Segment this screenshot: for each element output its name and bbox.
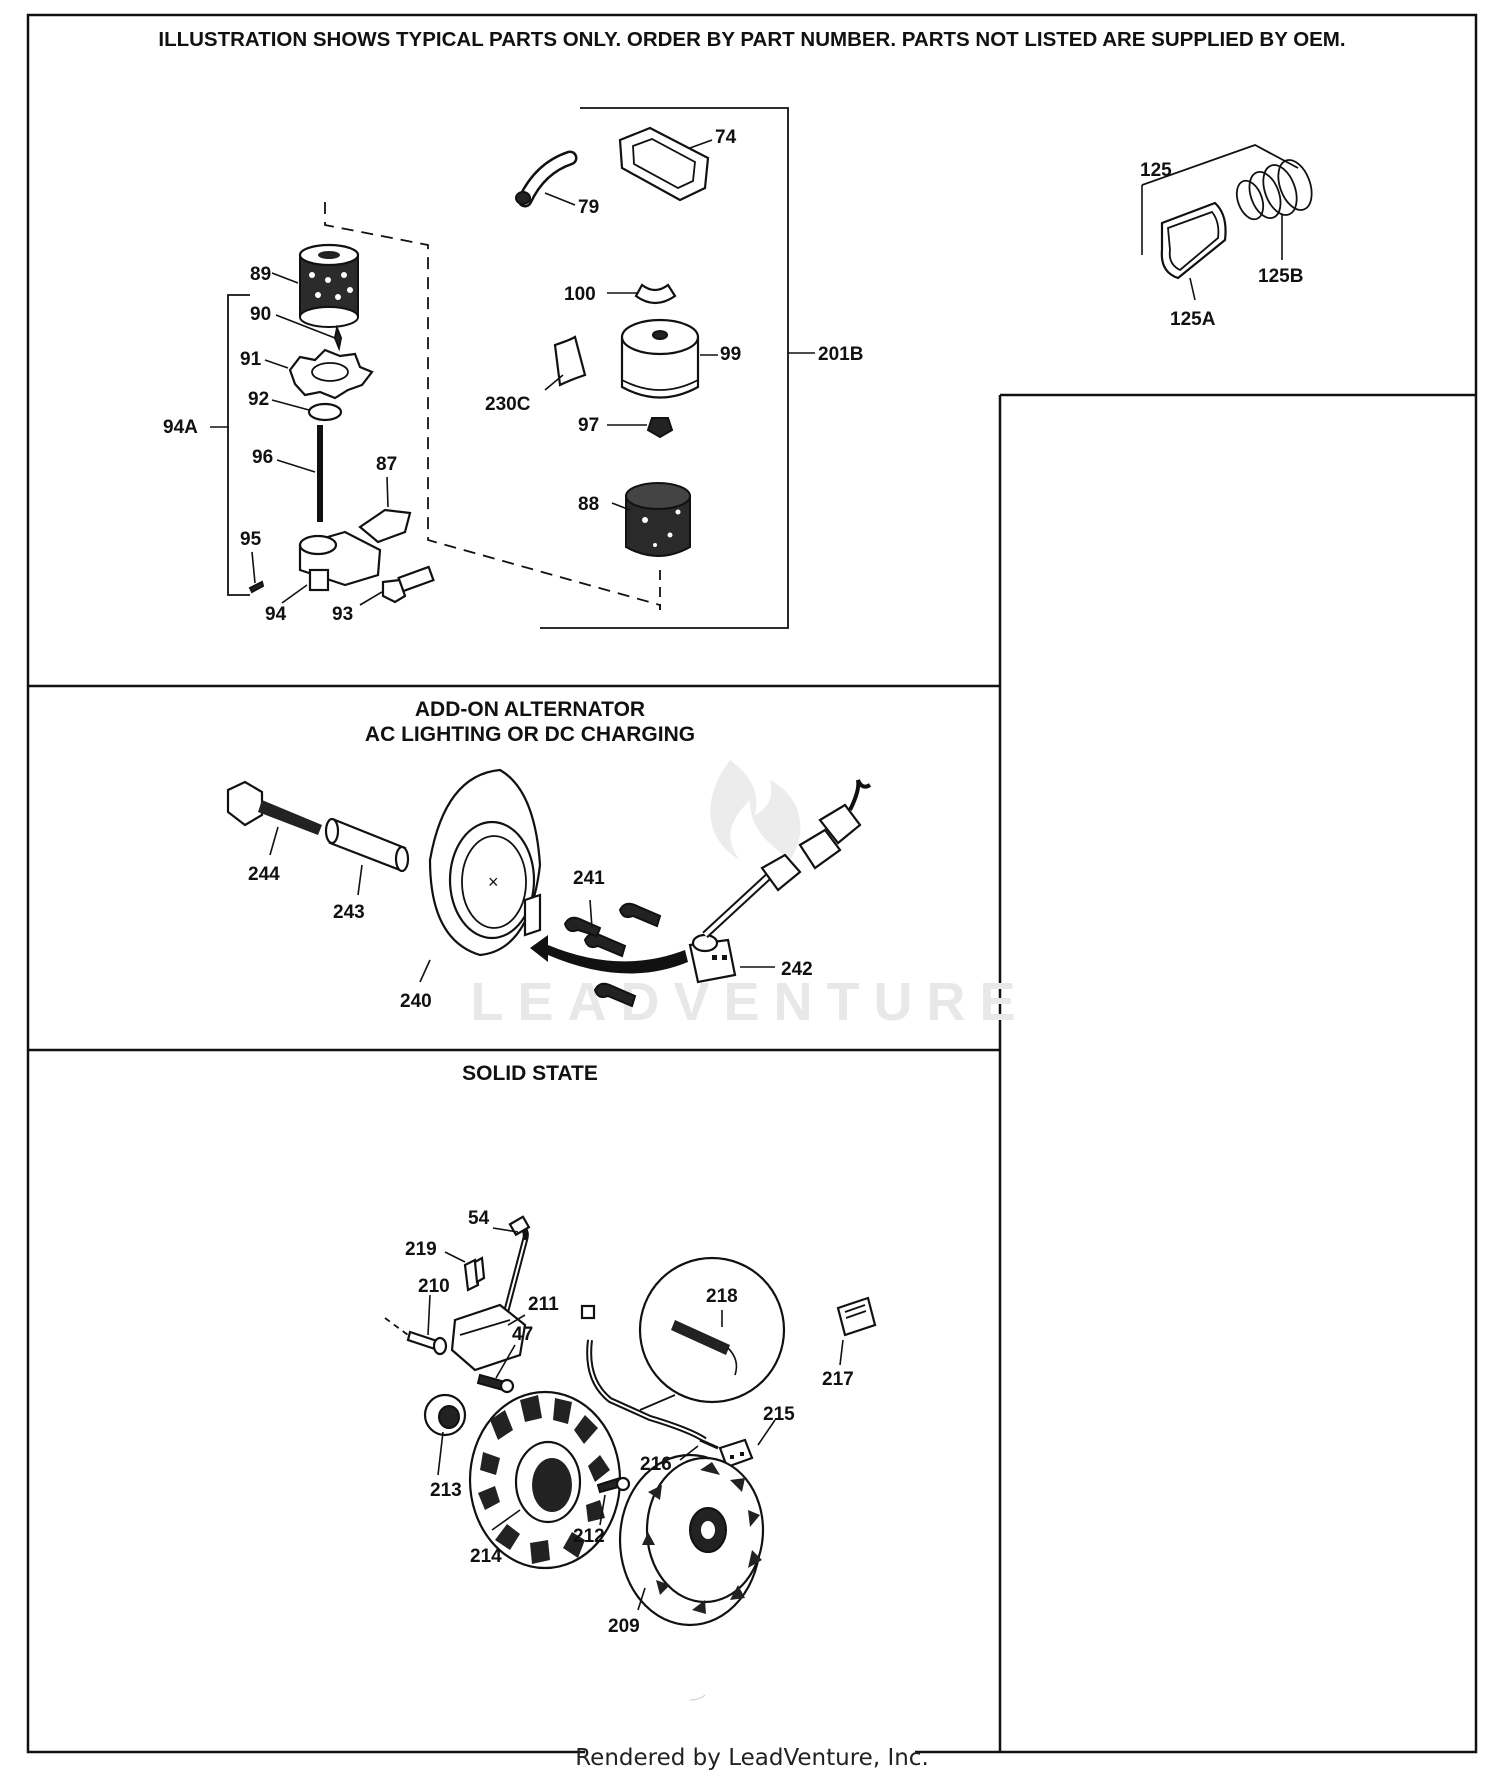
wire-216 [699, 1438, 719, 1450]
callout-87: 87 [376, 454, 397, 475]
screw-95 [248, 580, 265, 594]
callout-88: 88 [578, 494, 599, 515]
callout-214: 214 [470, 1546, 502, 1567]
install-arrow [530, 935, 688, 974]
callout-97: 97 [578, 415, 599, 436]
pin-90 [333, 324, 343, 352]
oring-92 [307, 402, 343, 422]
gasket-87 [358, 508, 412, 544]
callout-125B: 125B [1258, 266, 1303, 287]
canister-99 [620, 318, 700, 399]
stator-214 [468, 1390, 622, 1570]
solid-state-title: SOLID STATE [462, 1062, 598, 1085]
bolt-244 [226, 780, 322, 835]
callout-99: 99 [720, 344, 741, 365]
wing-nut-100 [634, 283, 677, 305]
callout-89: 89 [250, 264, 271, 285]
callout-230C: 230C [485, 394, 531, 415]
detail-218 [638, 1256, 786, 1411]
leadventure-watermark: LEADVENTURE [470, 760, 1029, 1032]
callout-93: 93 [332, 604, 353, 625]
base-94 [298, 530, 382, 592]
callout-125A: 125A [1170, 309, 1216, 330]
foam-element-88 [625, 482, 691, 557]
callout-95: 95 [240, 529, 262, 550]
header-note: ILLUSTRATION SHOWS TYPICAL PARTS ONLY. O… [158, 28, 1345, 51]
callout-213: 213 [430, 1480, 462, 1501]
screws-241 [563, 902, 662, 1008]
callout-94: 94 [265, 604, 287, 625]
callout-201B: 201B [818, 344, 863, 365]
callout-219: 219 [405, 1239, 437, 1260]
connector-215 [718, 1438, 754, 1469]
callout-241: 241 [573, 868, 605, 889]
flywheel-209 [618, 1453, 765, 1701]
callout-125: 125 [1140, 160, 1172, 181]
callout-209: 209 [608, 1616, 640, 1637]
callout-92: 92 [248, 389, 269, 410]
ignition-module-211 [450, 1303, 527, 1372]
footer-credit: Rendered by LeadVenture, Inc. [575, 1745, 929, 1770]
callout-210: 210 [418, 1276, 450, 1297]
callout-79: 79 [578, 197, 599, 218]
callout-94A: 94A [163, 417, 198, 438]
footer-mask [585, 1740, 915, 1770]
callout-90: 90 [250, 304, 271, 325]
gasket-spring-125-group: 125 125A 125B [1140, 144, 1313, 330]
hose-79 [515, 150, 578, 208]
callout-215: 215 [763, 1404, 795, 1425]
callout-96: 96 [252, 447, 273, 468]
callout-54: 54 [468, 1208, 490, 1229]
callout-211: 211 [528, 1294, 559, 1315]
alternator-housing-240: × [428, 768, 542, 957]
callout-244: 244 [248, 864, 280, 885]
nut-97 [646, 417, 674, 439]
screw-212 [596, 1476, 631, 1494]
screw-210 [384, 1317, 448, 1356]
decal-217 [836, 1296, 877, 1337]
solid-state-group: 54 219 210 211 47 218 217 215 216 213 21… [384, 1208, 877, 1701]
spacer-243 [324, 817, 410, 873]
alternator-title-line1: ADD-ON ALTERNATOR [415, 698, 645, 721]
plate-91 [288, 348, 374, 400]
callout-242: 242 [781, 959, 813, 980]
callout-240: 240 [400, 991, 432, 1012]
callout-47: 47 [512, 1324, 533, 1345]
watermark-text: LEADVENTURE [470, 972, 1029, 1032]
callout-74: 74 [715, 127, 737, 148]
callout-100: 100 [564, 284, 596, 305]
decal-230C [553, 335, 587, 387]
harness-242 [688, 779, 872, 984]
callout-216: 216 [640, 1454, 672, 1475]
alternator-group: × 244 243 2 [226, 768, 872, 1012]
callout-217: 217 [822, 1369, 854, 1390]
gasket-74 [618, 126, 710, 202]
spacer-213 [423, 1393, 467, 1437]
callout-91: 91 [240, 349, 262, 370]
callout-218: 218 [706, 1286, 738, 1307]
elbow-93 [381, 565, 435, 604]
callout-243: 243 [333, 902, 365, 923]
bolt-47 [476, 1373, 515, 1394]
alternator-title-line2: AC LIGHTING OR DC CHARGING [365, 723, 695, 746]
air-cleaner-group: 74 79 100 99 201B 230C 97 88 89 90 91 92… [163, 107, 863, 629]
filter-89 [298, 243, 360, 328]
svg-text:×: × [488, 872, 499, 892]
callout-212: 212 [573, 1526, 605, 1547]
